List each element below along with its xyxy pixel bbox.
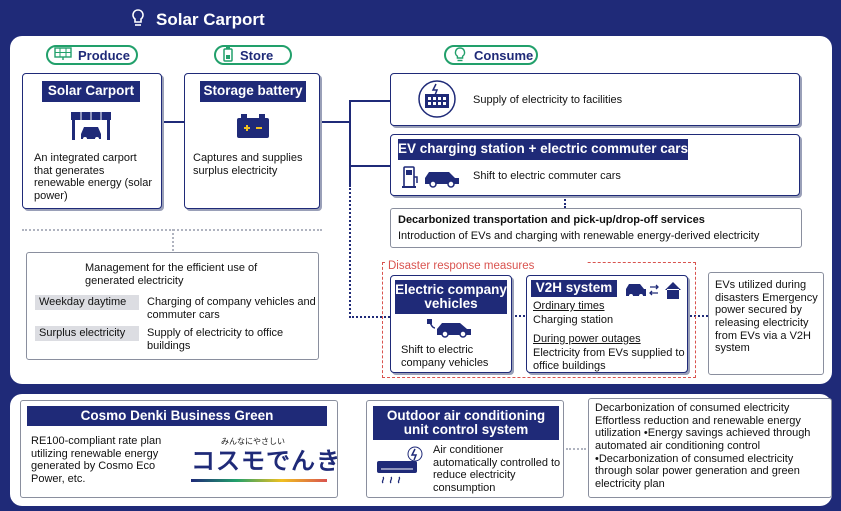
connector-dotted [349,185,351,318]
consume-pill: Consume [444,45,538,65]
connector-dotted [349,316,390,318]
car-to-home-icon [625,279,683,306]
connector-line [162,121,184,123]
page-title: Solar Carport [156,10,265,29]
surplus-text: Supply of electricity to office building… [147,327,284,352]
weekday-label: Weekday daytime [35,295,139,310]
connector-line [349,100,351,185]
consumed-box: Decarbonization of consumed electricity … [588,398,832,498]
cosmo-logo-main: コスモでんき [191,448,341,475]
solar-panel-icon [54,46,72,64]
storage-battery-card: Storage battery Captures and supplies su… [184,73,320,209]
electric-car-icon [423,170,461,193]
header: Solar Carport [130,6,265,34]
cosmo-title: Cosmo Denki Business Green [27,406,327,426]
v2h-card: V2H system Ordinary times Charging stati… [526,275,688,373]
produce-pill: Produce [46,45,138,65]
outdoor-ac-box: Outdoor air conditioning unit control sy… [366,400,564,498]
cosmo-logo-small: みんなにやさしい [221,437,285,446]
solar-carport-text: An integrated carport that generates ren… [34,152,153,202]
decarb-transport-title: Decarbonized transportation and pick-up/… [398,214,705,226]
produce-label: Produce [78,47,131,63]
management-title: Management for the efficient use of gene… [85,262,258,287]
charger-icon [401,165,421,194]
solar-carport-card: Solar Carport An integrated carport that… [22,73,162,209]
connector-dotted [512,315,528,317]
company-vehicles-card: Electric company vehicles Shift to elect… [390,275,512,373]
outdoor-ac-title: Outdoor air conditioning unit control sy… [373,406,559,440]
connector-dotted [172,229,174,251]
facilities-card: Supply of electricity to facilities [390,73,800,126]
storage-battery-title: Storage battery [200,81,306,102]
ev-station-title: EV charging station + electric commuter … [398,139,688,160]
ev-station-text: Shift to electric commuter cars [473,170,621,182]
company-vehicles-title: Electric company vehicles [395,280,507,314]
storage-battery-text: Captures and supplies surplus electricit… [193,152,303,177]
outdoor-ac-text: Air conditioner automatically controlled… [433,444,561,494]
ev-station-card: EV charging station + electric commuter … [390,134,800,196]
connector-dotted [690,315,708,317]
consumed-text: Decarbonization of consumed electricity … [595,402,811,490]
solar-carport-title: Solar Carport [42,81,140,102]
connector-line [349,165,390,167]
ordinary-text: Charging station [533,314,614,326]
cosmo-text: RE100-compliant rate plan utilizing rene… [31,435,162,485]
cosmo-box: Cosmo Denki Business Green RE100-complia… [20,400,341,498]
outage-text: Electricity from EVs supplied to office … [533,347,685,372]
store-label: Store [240,47,274,63]
disaster-label: Disaster response measures [386,260,586,274]
lightbulb-icon [130,8,146,33]
company-vehicles-text: Shift to electric company vehicles [401,344,489,369]
connector-line [349,100,390,102]
weekday-text: Charging of company vehicles and commute… [147,296,316,321]
connector-dotted [564,196,566,208]
decarb-transport-box: Decarbonized transportation and pick-up/… [390,208,802,248]
air-conditioner-icon [375,445,423,498]
battery-icon [222,46,234,65]
connector-line [320,121,350,123]
connector-dotted [566,448,586,450]
outage-label: During power outages [533,333,641,345]
management-box: Management for the efficient use of gene… [26,252,319,360]
lightbulb-icon [452,45,468,66]
consume-label: Consume [474,47,534,63]
facilities-text: Supply of electricity to facilities [473,94,623,106]
store-pill: Store [214,45,292,65]
carport-icon [69,110,113,147]
surplus-label: Surplus electricity [35,326,139,341]
ordinary-label: Ordinary times [533,300,605,312]
car-battery-icon [235,112,271,145]
plugged-car-icon [427,318,477,343]
disaster-note-text: EVs utilized during disasters Emergency … [715,279,818,355]
decarb-transport-text: Introduction of EVs and charging with re… [398,230,760,242]
disaster-note-box: EVs utilized during disasters Emergency … [708,272,824,375]
building-icon [417,80,457,123]
v2h-title: V2H system [531,280,617,297]
cosmo-logo-stripe [191,479,327,482]
